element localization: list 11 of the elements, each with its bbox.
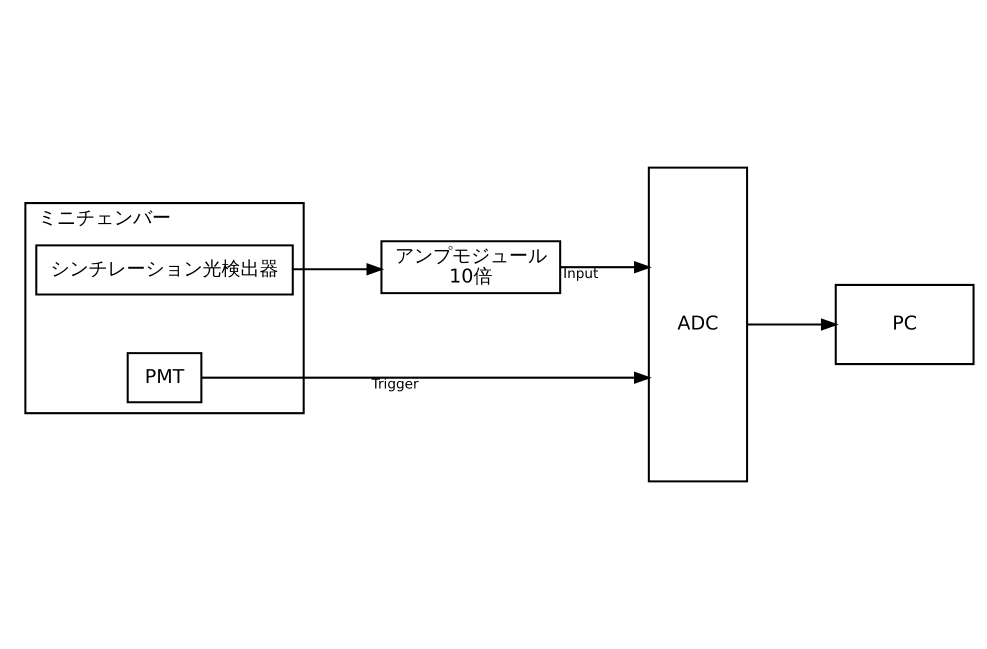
node-box: PMT	[126, 352, 202, 404]
arrow	[746, 318, 838, 331]
node-box: シンチレーション光検出器	[34, 244, 294, 296]
arrow	[560, 260, 652, 274]
arrow	[201, 371, 652, 384]
arrow	[292, 263, 384, 276]
edge-label: Input	[562, 266, 598, 282]
node-box: アンプモジュール 10倍	[380, 240, 561, 294]
node-box: PC	[834, 284, 974, 366]
edge-label: Trigger	[371, 376, 418, 393]
node-box: ADC	[647, 166, 748, 482]
